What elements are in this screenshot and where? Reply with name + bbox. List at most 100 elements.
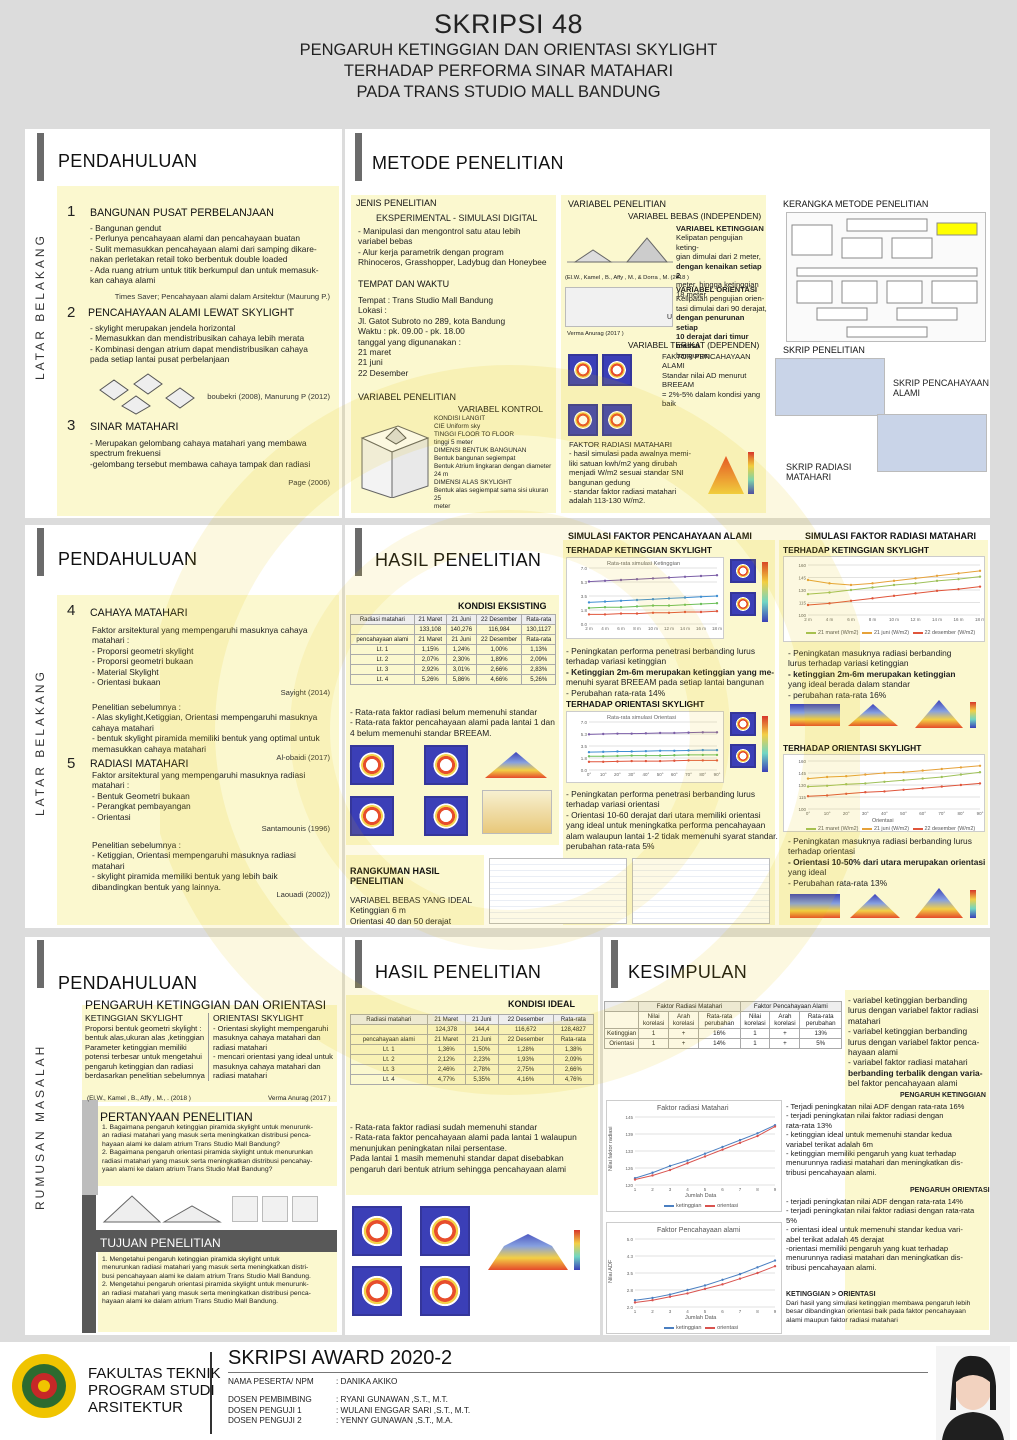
hasil-1-notes: - Rata-rata faktor radiasi belum memenuh… [350,707,555,738]
heatmap-4 [602,404,632,436]
section-1-number: 1 [67,203,76,220]
section-3-number: 3 [67,417,76,434]
data-point [587,760,591,763]
poster-subtitle-3: PADA TRANS STUDIO MALL BANDUNG [356,83,661,101]
data-point [686,1159,689,1162]
data-point [703,1287,707,1291]
data-point [806,603,810,607]
data-point [683,575,687,578]
data-point [644,732,648,735]
data-point [845,783,848,786]
y-tick-label: 7.0 [581,720,588,725]
x-tick-label: 8 [756,1187,759,1192]
radiation-pyramid [708,456,744,494]
sim-cahaya-sub-2: TERHADAP ORIENTASI SKYLIGHT [566,699,705,709]
data-point [587,733,591,736]
heatmap-2 [602,354,632,386]
data-point [683,596,687,599]
x-tick-label: 80° [957,811,964,816]
poster-title: SKRIPSI 48 [433,9,584,39]
x-tick-label: 80° [699,772,706,777]
section-1-heading: BANGUNAN PUSAT PERBELANJAAN [90,207,274,219]
data-point [683,603,687,606]
orientasi-skylight-heading: ORIENTASI SKYLIGHT [213,1013,304,1023]
ketinggian-orientasi-heading: KETINGGIAN > ORIENTASI [786,1291,876,1298]
kerangka-heading: KERANGKA METODE PENELITIAN [783,199,929,209]
data-point [715,594,719,598]
data-point [619,578,623,582]
section-2-ref: boubekri (2008), Manurung P (2012) [207,392,330,401]
section-5-text: Faktor arsitektural yang mempengaruhi ma… [92,770,306,822]
title-bar-hasil1 [355,528,362,576]
data-point [756,1134,759,1138]
data-point [940,775,943,779]
yellow-area-p2 [57,595,339,925]
sim-cahaya-notes-1: - Peningkatan performa penetrasi berband… [566,646,775,698]
data-point [602,760,605,763]
participant-value: : DANIKA AKIKO [336,1377,398,1386]
x-tick-label: 1 [634,1187,637,1192]
data-point [602,732,605,736]
data-point [864,773,867,776]
data-point [849,599,853,603]
data-point [978,585,982,588]
data-point [828,591,831,594]
side-label-rumusan: RUMUSAN MASALAH [33,1043,47,1210]
data-point [667,611,671,614]
x-tick-label: 2 [651,1187,654,1192]
x-tick-label: 90° [977,811,984,816]
data-point [773,1265,777,1268]
hasil-2-title: HASIL PENELITIAN [375,962,542,982]
chart-k1-title: Faktor radiasi Matahari [657,1105,729,1112]
data-point [715,759,719,762]
series-line [807,765,981,780]
sim-cahaya-heat-1 [730,559,756,583]
data-point [673,731,676,735]
data-point [978,771,982,774]
x-tick-label: 6 [721,1187,724,1192]
y-tick-label: 1.8 [581,608,588,613]
chart-k2-legend: ketinggian orientasi [662,1324,738,1333]
data-point [587,750,591,754]
data-point [686,1292,689,1295]
data-point [687,759,690,762]
chart-radiasi-orientasi-legend: 21 maret (W/m2) 21 juni (W/m2) 22 desemb… [804,825,975,834]
y-tick-label: 126 [625,1166,633,1171]
orientation-plan-3 [292,1196,318,1222]
y-tick-label: 5.0 [627,1237,634,1242]
data-point [978,575,982,578]
data-point [773,1125,777,1128]
series-line [634,1260,776,1301]
ideal-heatmap-2 [420,1206,470,1256]
jenis-heading: JENIS PENELITIAN [356,198,437,208]
hasil-heatmap-4 [424,796,468,836]
hasil-heatmap-1 [350,745,394,785]
data-point [701,731,704,734]
sim-cahaya-scale [762,562,768,622]
section-4-ref-2: Al-obaidi (2017) [276,753,330,762]
data-point [651,604,655,607]
tempat-heading: TEMPAT DAN WAKTU [358,279,450,289]
north-label: U [667,314,673,321]
sim-radiasi-sub-1: TERHADAP KETINGGIAN SKYLIGHT [783,545,929,555]
data-point [701,759,704,762]
y-tick-label: 5.3 [581,580,588,585]
chart-k1-xlabel: Jumlah Data [685,1193,717,1199]
data-point [699,595,703,598]
series-line [589,754,717,757]
x-tick-label: 8 m [869,617,877,622]
y-tick-label: 145 [625,1115,633,1120]
sim-cahaya-scale-2 [762,716,768,772]
section-4-text: Faktor arsitektural yang mempengaruhi ma… [92,625,308,688]
yellow-area-kesimpulan [845,990,989,1330]
